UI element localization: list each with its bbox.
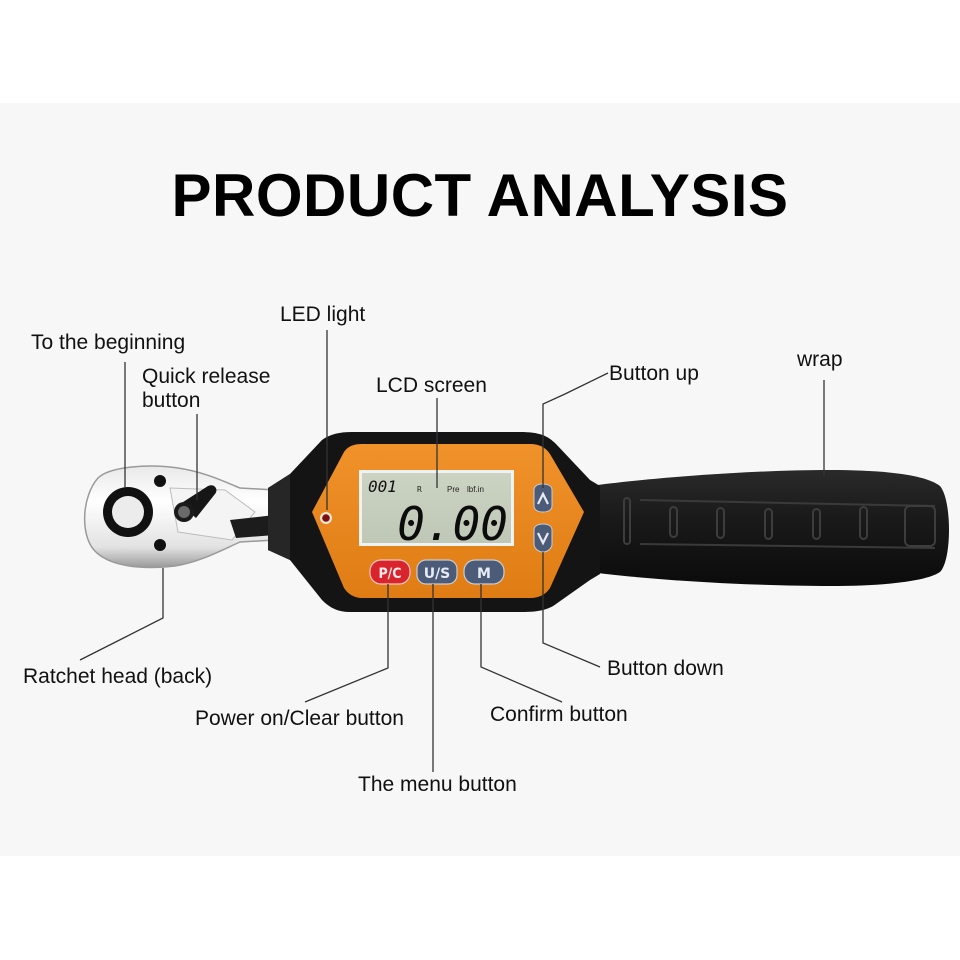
svg-text:U/S: U/S bbox=[424, 566, 451, 582]
label-confirm-button: Confirm button bbox=[490, 703, 628, 726]
label-lcd-screen: LCD screen bbox=[376, 374, 487, 397]
label-to-the-beginning: To the beginning bbox=[31, 331, 186, 354]
handle-grip bbox=[590, 470, 949, 586]
lcd-reading: 0.00 bbox=[397, 497, 508, 551]
label-menu-button: The menu button bbox=[358, 773, 517, 796]
power-clear-button[interactable]: P/C bbox=[369, 559, 411, 585]
led-light bbox=[320, 512, 332, 524]
label-button-down: Button down bbox=[607, 657, 724, 680]
page-title: PRODUCT ANALYSIS bbox=[171, 162, 789, 229]
label-quick-release-line2: button bbox=[142, 389, 201, 412]
chevron-up-icon bbox=[537, 491, 549, 505]
lcd-unit: lbf.in bbox=[467, 485, 484, 494]
label-ratchet-head: Ratchet head (back) bbox=[23, 665, 213, 688]
label-wrap: wrap bbox=[797, 348, 843, 371]
label-quick-release-line1: Quick release bbox=[142, 365, 271, 388]
button-down[interactable] bbox=[533, 523, 553, 553]
svg-text:M: M bbox=[477, 566, 491, 582]
confirm-button[interactable]: M bbox=[463, 559, 505, 585]
chevron-down-icon bbox=[537, 532, 549, 546]
menu-units-button[interactable]: U/S bbox=[416, 559, 458, 585]
lcd-counter: 001 bbox=[368, 477, 397, 496]
label-led-light: LED light bbox=[280, 303, 366, 326]
lcd-indicator-r: R bbox=[417, 485, 422, 494]
label-power-clear: Power on/Clear button bbox=[195, 707, 404, 730]
callout-lines bbox=[79, 330, 825, 772]
label-button-up: Button up bbox=[609, 362, 699, 385]
button-up[interactable] bbox=[533, 483, 553, 513]
ratchet-head bbox=[84, 465, 276, 569]
quick-release-button[interactable] bbox=[174, 485, 217, 522]
svg-text:P/C: P/C bbox=[378, 566, 401, 582]
lcd-mode: Pre bbox=[447, 485, 460, 494]
